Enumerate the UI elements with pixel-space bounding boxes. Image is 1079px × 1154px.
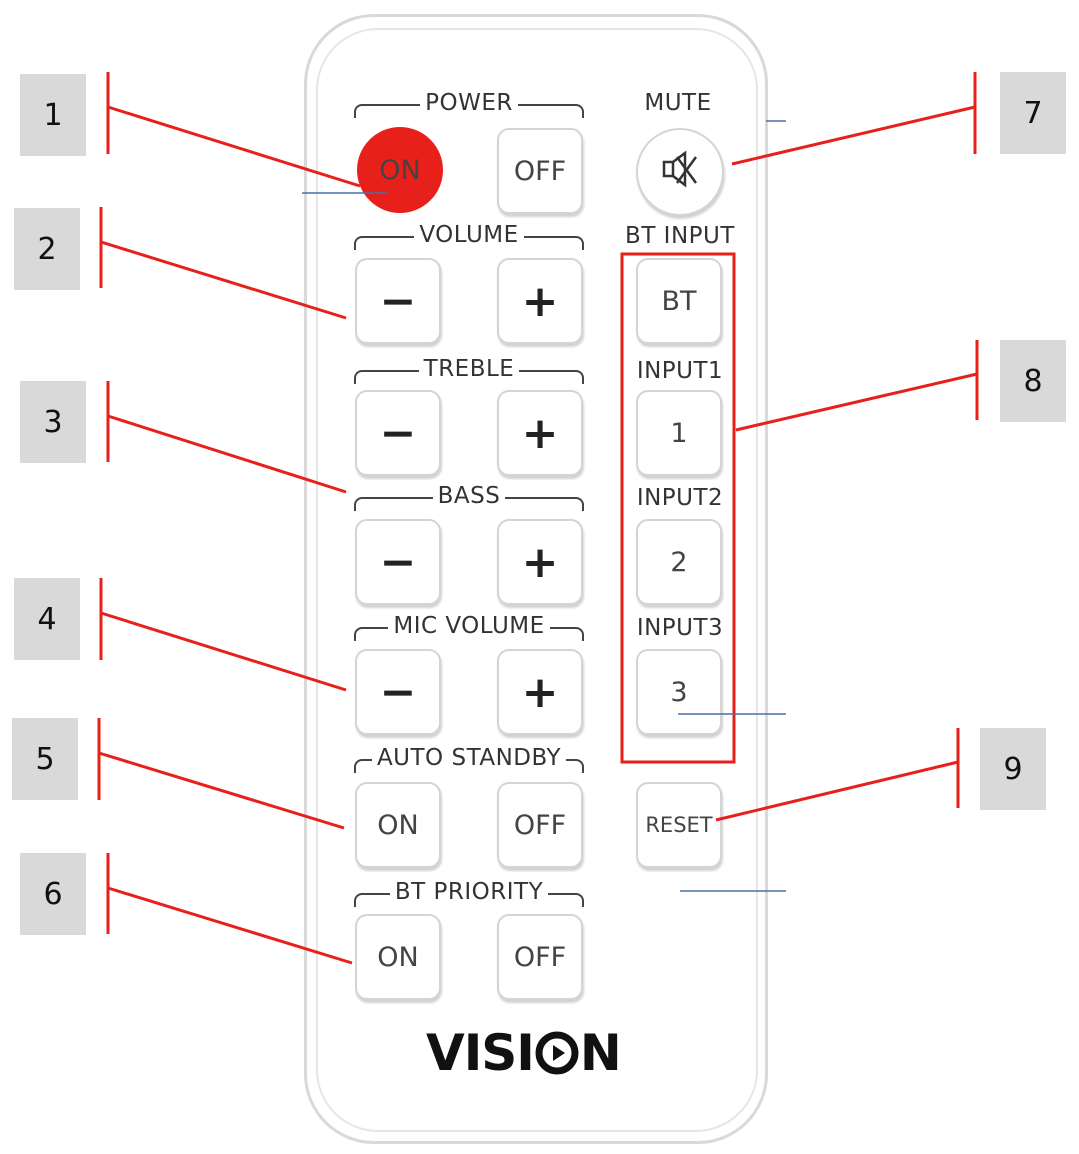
reset-button[interactable]: RESET	[636, 782, 722, 868]
callout-3: 3	[20, 381, 86, 463]
power-on-button[interactable]: ON	[357, 127, 443, 213]
input2-button[interactable]: 2	[636, 519, 722, 605]
input1-label: INPUT1	[636, 358, 724, 384]
callout-7: 7	[1000, 72, 1066, 154]
callout-1: 1	[20, 74, 86, 156]
bt-priority-on-button[interactable]: ON	[355, 914, 441, 1000]
volume-group-label: VOLUME	[414, 222, 524, 248]
treble-down-button[interactable]: −	[355, 390, 441, 476]
volume-group: VOLUME	[354, 222, 584, 250]
auto-standby-group-label: AUTO STANDBY	[371, 745, 567, 771]
callout-6: 6	[20, 853, 86, 935]
callout-9: 9	[980, 728, 1046, 810]
remote-body-outline	[304, 14, 768, 1144]
bass-group-label: BASS	[432, 483, 506, 509]
play-circle-icon	[535, 1031, 579, 1075]
callout-5: 5	[12, 718, 78, 800]
remote-body-inner	[316, 28, 758, 1132]
bt-priority-group-label: BT PRIORITY	[389, 879, 549, 905]
mute-label: MUTE	[644, 90, 712, 116]
volume-up-button[interactable]: +	[497, 258, 583, 344]
mute-button[interactable]	[636, 128, 724, 216]
mic-volume-up-button[interactable]: +	[497, 649, 583, 735]
callout-8: 8	[1000, 340, 1066, 422]
input2-label: INPUT2	[636, 485, 724, 511]
vision-logo-text: VISI	[426, 1024, 535, 1082]
callout-8-leader	[735, 372, 978, 432]
mic-volume-group: MIC VOLUME	[354, 613, 584, 641]
power-off-button[interactable]: OFF	[497, 128, 583, 214]
mic-volume-group-label: MIC VOLUME	[388, 613, 550, 639]
callout-4: 4	[14, 578, 80, 660]
input1-button[interactable]: 1	[636, 390, 722, 476]
treble-group: TREBLE	[354, 356, 584, 384]
bt-input-button[interactable]: BT	[636, 258, 722, 344]
speaker-mute-icon	[658, 149, 702, 196]
input3-label: INPUT3	[636, 615, 724, 641]
bt-priority-group: BT PRIORITY	[354, 879, 584, 907]
auto-standby-group: AUTO STANDBY	[354, 745, 584, 773]
callout-2: 2	[14, 208, 80, 290]
treble-up-button[interactable]: +	[497, 390, 583, 476]
bass-up-button[interactable]: +	[497, 519, 583, 605]
bass-group: BASS	[354, 483, 584, 511]
bt-input-label: BT INPUT	[625, 223, 735, 249]
mic-volume-down-button[interactable]: −	[355, 649, 441, 735]
treble-group-label: TREBLE	[418, 356, 520, 382]
input3-button[interactable]: 3	[636, 649, 722, 735]
volume-down-button[interactable]: −	[355, 258, 441, 344]
auto-standby-on-button[interactable]: ON	[355, 782, 441, 868]
callout-7-leader	[731, 105, 976, 166]
bass-down-button[interactable]: −	[355, 519, 441, 605]
bt-priority-off-button[interactable]: OFF	[497, 914, 583, 1000]
power-group-label: POWER	[420, 90, 518, 116]
auto-standby-off-button[interactable]: OFF	[497, 782, 583, 868]
power-group: POWER	[354, 90, 584, 118]
